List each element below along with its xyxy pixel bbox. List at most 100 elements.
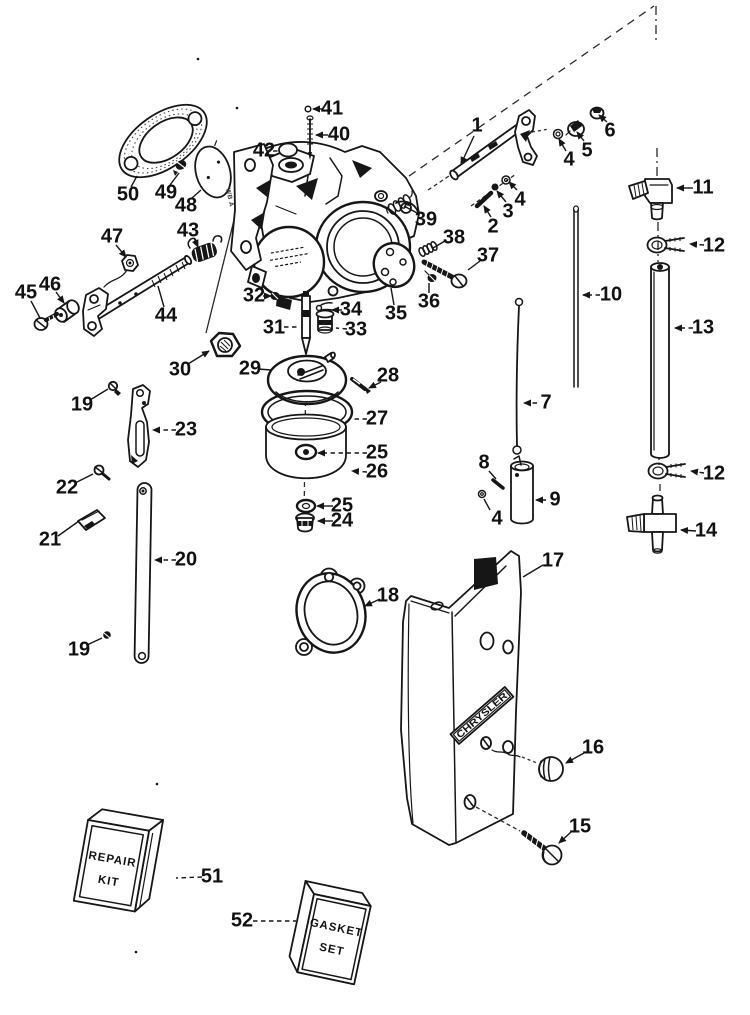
leader-8 [488, 470, 497, 480]
link-plate-23 [127, 384, 151, 468]
callout-4: 4 [491, 507, 503, 529]
screw-19-upper [107, 380, 121, 396]
leader-4 [558, 138, 567, 152]
leader-33 [335, 327, 348, 330]
leader-18 [364, 598, 381, 607]
ring-4-lower [477, 489, 487, 499]
hinge-pin-28 [350, 377, 371, 394]
leader-48 [191, 189, 202, 199]
callout-29: 29 [239, 357, 261, 379]
callout-9: 9 [549, 488, 560, 510]
callout-49: 49 [155, 181, 177, 203]
leader-4 [508, 181, 518, 191]
wire-link-7 [512, 297, 524, 455]
callout-12: 12 [703, 234, 725, 256]
leader-2 [483, 205, 492, 218]
callout-17: 17 [542, 549, 564, 571]
pin-2 [474, 190, 494, 209]
callout-38: 38 [443, 226, 465, 248]
callout-16: 16 [582, 736, 604, 758]
callout-30: 30 [169, 358, 191, 380]
callout-26: 26 [366, 460, 388, 482]
spring-38 [418, 241, 438, 257]
washer-25-lower [295, 498, 317, 514]
callout-39: 39 [415, 208, 437, 230]
callout-44: 44 [155, 304, 178, 326]
ring-4-upper [501, 175, 511, 185]
screw-45 [33, 312, 59, 331]
callout-10: 10 [600, 283, 622, 305]
leader-43 [191, 237, 199, 248]
callout-25: 25 [331, 494, 353, 516]
callout-52: 52 [231, 909, 253, 931]
leader-6 [598, 114, 608, 123]
callout-22: 22 [56, 476, 78, 498]
leader-19 [89, 388, 109, 401]
screw-19-lower [103, 631, 111, 639]
plunger-cup-9 [510, 455, 534, 525]
leader-21 [57, 520, 80, 537]
callout-21: 21 [39, 528, 61, 550]
callout-51: 51 [201, 865, 223, 887]
callout-23: 23 [175, 418, 197, 440]
hose-clamp-12-upper [646, 236, 685, 254]
spring-39 [386, 190, 413, 215]
leader-19 [86, 637, 103, 646]
callout-2: 2 [487, 215, 498, 237]
callout-43: 43 [177, 219, 199, 241]
callout-45: 45 [15, 281, 37, 303]
leader-35 [390, 287, 395, 306]
leader-50 [130, 175, 138, 188]
diaphragm-48 [194, 140, 232, 199]
screw-49 [173, 160, 187, 176]
repair-kit-box-51: REPAIR KIT [72, 808, 165, 913]
repair-kit-line2: KIT [97, 874, 120, 890]
leader-12 [689, 241, 705, 248]
link-rod-20 [133, 482, 153, 664]
callout-25: 25 [366, 441, 388, 463]
leader-49 [169, 172, 180, 186]
callout-50: 50 [117, 183, 139, 205]
callout-40: 40 [328, 123, 350, 145]
leader-30 [187, 350, 210, 365]
nut-47 [103, 254, 139, 288]
callout-46: 46 [39, 273, 61, 295]
carb-base-gasket-18 [295, 567, 367, 656]
drain-plug-24 [295, 512, 315, 533]
cam-follower-shaft-44 [82, 255, 193, 337]
screw-22 [93, 464, 111, 481]
callout-31: 31 [263, 316, 285, 338]
callout-20: 20 [175, 548, 197, 570]
callout-12: 12 [703, 462, 725, 484]
callout-5: 5 [581, 139, 592, 161]
callout-11: 11 [692, 176, 713, 198]
plug-16 [491, 749, 564, 782]
callout-28: 28 [377, 364, 399, 386]
callout-4: 4 [563, 148, 575, 170]
washer-41 [304, 105, 312, 113]
callout-34: 34 [340, 298, 363, 320]
leader-45 [30, 300, 41, 319]
leader-5 [576, 131, 585, 142]
callout-48: 48 [175, 194, 197, 216]
callout-13: 13 [692, 316, 714, 338]
callout-1: 1 [471, 114, 482, 136]
screw-15 [475, 806, 563, 866]
choke-rod-10 [572, 205, 580, 388]
leader-44 [157, 285, 165, 308]
gasket-set-line2: SET [318, 941, 345, 958]
hose-clamp-12-lower [647, 462, 686, 480]
leader-4 [483, 498, 491, 511]
leader-46 [55, 291, 65, 304]
throttle-shaft-1 [449, 109, 538, 181]
callout-7: 7 [540, 391, 551, 413]
screw-36 [424, 270, 437, 282]
fuel-tube-13 [650, 262, 670, 459]
mounting-gasket-50 [118, 103, 208, 179]
leader-17 [522, 564, 544, 578]
callout-32: 32 [243, 284, 265, 306]
welch-plug-42 [278, 142, 298, 158]
leader-37 [467, 260, 481, 271]
